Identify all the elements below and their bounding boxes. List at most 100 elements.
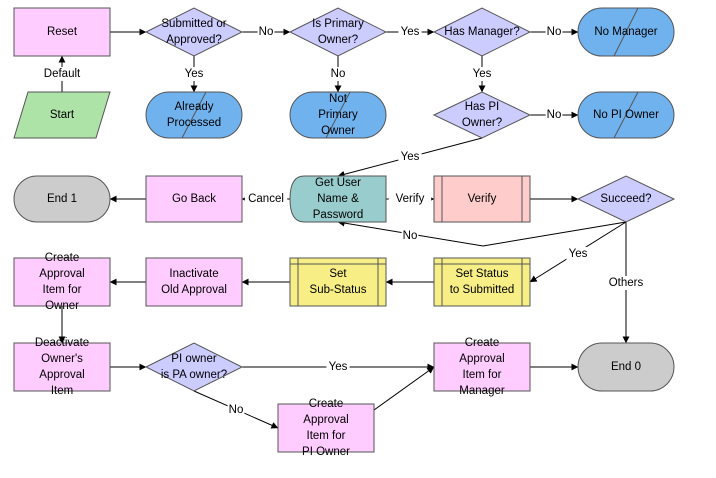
node-label-line: Processed xyxy=(167,117,221,129)
node-label-line: Is Primary xyxy=(312,18,364,30)
edge-label-no: No xyxy=(229,404,244,416)
shape-terminal-gray xyxy=(577,342,675,392)
node-label-line: Owner? xyxy=(462,117,502,129)
node-label-line: Succeed? xyxy=(600,193,651,205)
node-label-line: Deactivate xyxy=(35,337,89,349)
node-label-line: Password xyxy=(313,209,364,221)
edge-label-bg xyxy=(257,25,275,39)
edge-label-yes: Yes xyxy=(329,361,348,373)
shape-process xyxy=(145,257,243,307)
node-label-line: Create xyxy=(45,252,80,264)
edge-label-yes: Yes xyxy=(401,26,420,38)
edge-label-bg xyxy=(398,25,422,39)
node-label-line: Verify xyxy=(468,193,497,205)
edge-label-verify: Verify xyxy=(396,193,425,205)
shape-decision xyxy=(576,175,676,223)
node-label-line: Approval xyxy=(459,353,504,365)
node-label-line: Item xyxy=(51,385,73,397)
node-label-line: Owner xyxy=(45,300,79,312)
edge-label-no: No xyxy=(403,230,418,242)
node-label-line: Not xyxy=(329,93,348,105)
edge-label-yes: Yes xyxy=(185,68,204,80)
shape-process xyxy=(277,403,375,453)
node-go-back: Go Back xyxy=(145,175,243,223)
shape-subprocess-yellow xyxy=(289,257,387,307)
edge-succeed-to-get-user xyxy=(337,219,627,247)
terminal-slash xyxy=(613,7,639,57)
terminal-slash xyxy=(181,91,207,139)
node-label-line: Get User xyxy=(315,177,361,189)
node-label-line: Submitted or xyxy=(161,18,226,30)
node-label-line: to Submitted xyxy=(450,284,515,296)
node-label-line: Approved? xyxy=(166,34,222,46)
node-start: Start xyxy=(13,91,111,139)
node-label-line: Owner's xyxy=(41,353,83,365)
node-label-line: Primary xyxy=(318,109,358,121)
shape-subprocess-yellow xyxy=(433,257,531,307)
node-label-line: Item for xyxy=(463,369,502,381)
node-label-line: End 0 xyxy=(611,361,641,373)
edge-label-bg xyxy=(398,150,422,164)
node-label-line: Item for xyxy=(307,430,346,442)
node-label-line: Set Status xyxy=(455,268,508,280)
node-label-line: Item for xyxy=(43,284,82,296)
edge-label-no: No xyxy=(547,109,562,121)
node-label-line: Sub-Status xyxy=(310,284,367,296)
node-label-line: Inactivate xyxy=(169,268,218,280)
edge-label-bg xyxy=(470,67,494,81)
node-succeed: Succeed? xyxy=(576,175,676,223)
shape-process xyxy=(145,175,243,223)
node-label-line: Already xyxy=(175,101,214,113)
node-label-line: PI Owner xyxy=(302,446,350,458)
shape-subprocess-red xyxy=(433,175,531,223)
node-reset: Reset xyxy=(13,7,111,57)
edge-label-no: No xyxy=(547,26,562,38)
edge-label-others: Others xyxy=(609,277,644,289)
node-label-line: is PA owner? xyxy=(161,369,227,381)
edge-label-bg xyxy=(566,247,590,261)
edge-label-bg xyxy=(326,360,350,374)
shape-process xyxy=(433,342,531,392)
node-label-line: Owner? xyxy=(318,34,358,46)
edge-label-yes: Yes xyxy=(569,248,588,260)
node-no-pi-owner: No PI Owner xyxy=(577,91,675,139)
node-label-line: Start xyxy=(50,109,75,121)
node-label-line: Has Manager? xyxy=(444,26,519,38)
shape-decision xyxy=(432,91,532,139)
shape-decision xyxy=(144,342,244,392)
node-label-line: Create xyxy=(465,337,500,349)
node-label-line: Approval xyxy=(39,369,84,381)
edge-create-pi-to-create-manager xyxy=(373,366,435,411)
node-label-line: Old Approval xyxy=(161,284,227,296)
edge-label-bg xyxy=(182,67,206,81)
shape-decision xyxy=(144,7,244,57)
shape-input xyxy=(289,175,387,223)
node-no-manager: No Manager xyxy=(577,7,675,57)
node-label-line: Reset xyxy=(47,26,78,38)
node-label-line: Owner xyxy=(321,125,355,137)
shape-process xyxy=(13,257,111,307)
edge-label-bg xyxy=(244,192,288,206)
node-submitted: Submitted or Approved? xyxy=(144,7,244,57)
node-verify: Verify xyxy=(433,175,531,223)
edge-label-bg xyxy=(401,229,419,243)
node-label-line: End 1 xyxy=(47,193,77,205)
edge-label-cancel: Cancel xyxy=(248,193,284,205)
shape-decision xyxy=(288,7,388,57)
edge-label-bg xyxy=(545,108,563,122)
edge-label-bg xyxy=(604,276,648,290)
edge-label-bg xyxy=(329,67,347,81)
terminal-slash xyxy=(613,91,639,139)
node-label-line: Manager xyxy=(459,385,505,397)
node-has-manager: Has Manager? xyxy=(432,7,532,57)
node-label-line: Approval xyxy=(303,414,348,426)
